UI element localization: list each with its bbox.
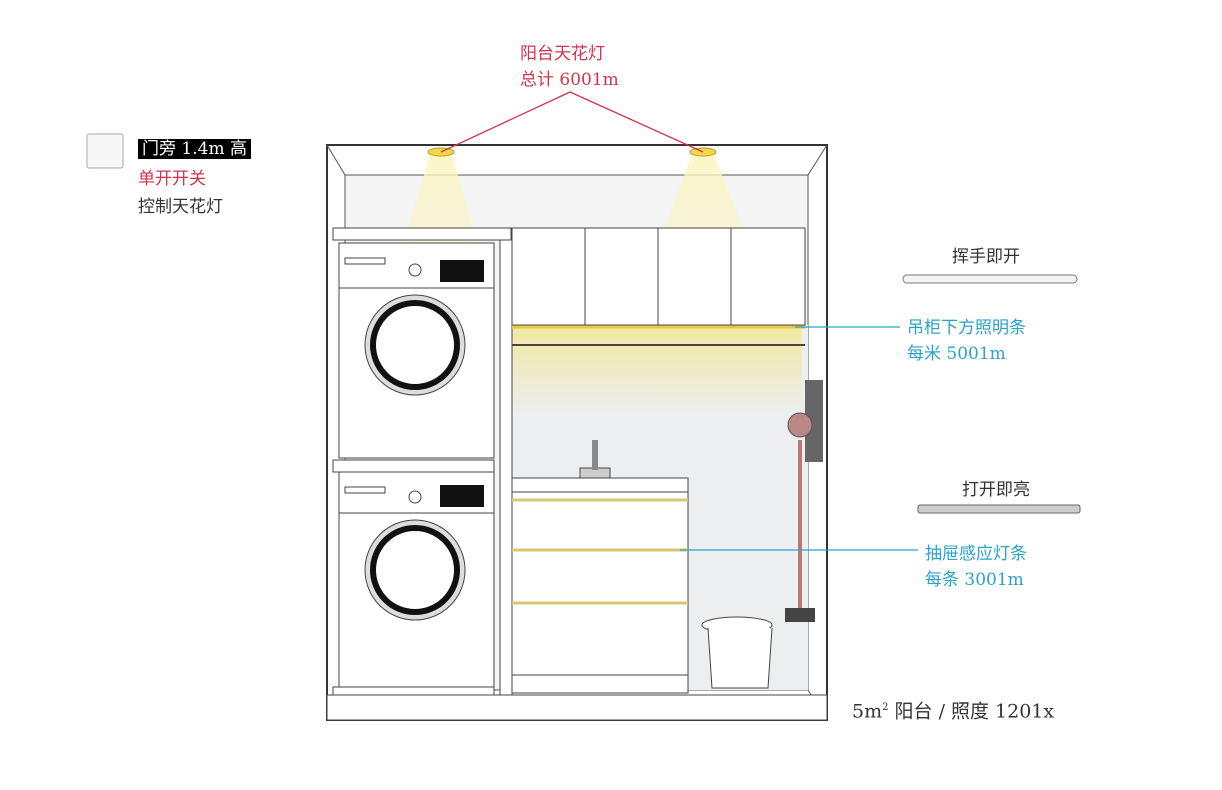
- wall-cabinets: [511, 227, 806, 346]
- ceiling-light-title: 阳台天花灯: [520, 44, 605, 64]
- switch-function: 控制天花灯: [138, 197, 223, 217]
- drawer-sensor-strip-icon: [917, 504, 1081, 514]
- ceiling-light-detail: 总计 6001m: [520, 70, 619, 90]
- vanity-cabinet: [511, 440, 689, 694]
- cabinet-strip-title: 吊柜下方照明条: [907, 318, 1026, 338]
- bucket: [701, 616, 773, 689]
- drawer-strip-title: 抽屉感应灯条: [925, 544, 1027, 564]
- switch-position: 门旁 1.4m 高: [138, 139, 251, 159]
- washer-upper: [338, 242, 495, 459]
- vacuum-cleaner: [785, 380, 823, 622]
- drawer-strip-caption: 打开即亮: [962, 480, 1030, 500]
- cabinet-light-glow: [512, 325, 802, 415]
- cabinet-strip-caption: 挥手即开: [952, 247, 1020, 267]
- drawer-strip-detail: 每条 3001m: [925, 570, 1024, 590]
- wall-switch-icon: [86, 133, 124, 169]
- washer-lower: [332, 459, 495, 696]
- cabinet-strip-detail: 每米 5001m: [907, 344, 1006, 364]
- switch-type: 单开开关: [138, 169, 206, 189]
- footer-caption: 5m2 阳台 / 照度 1201x: [852, 700, 1055, 723]
- wave-sensor-strip-icon: [902, 274, 1078, 284]
